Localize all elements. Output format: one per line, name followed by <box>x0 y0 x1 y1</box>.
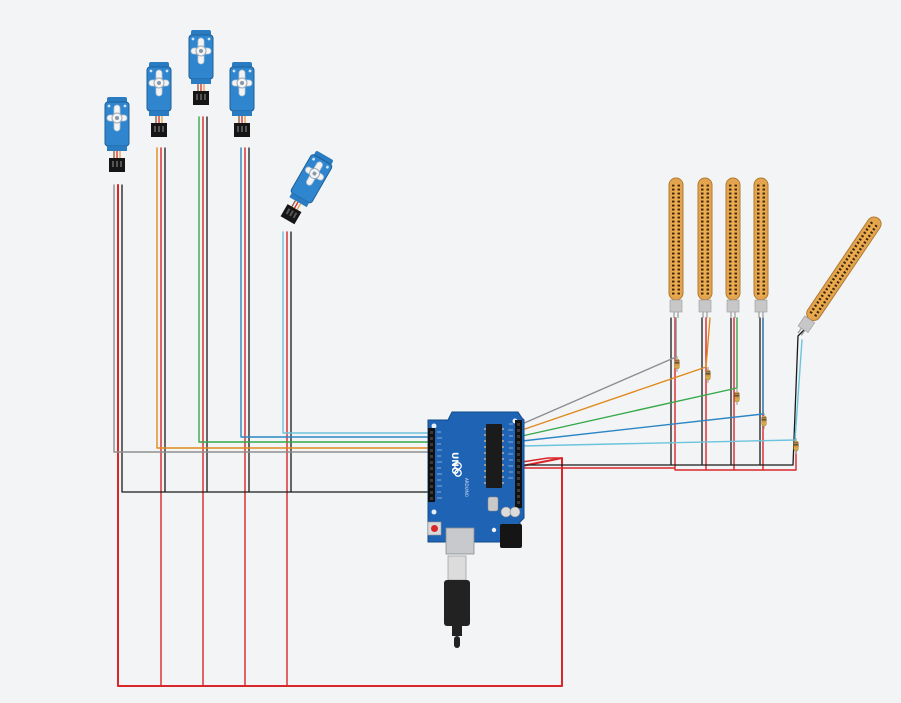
mounting-hole <box>431 423 437 429</box>
signal-wire-sensor-5[interactable] <box>521 339 803 447</box>
signal-wire-sensor-1[interactable] <box>521 317 677 425</box>
flex-sensor-5[interactable] <box>793 213 885 339</box>
signal-wire-servo-1[interactable] <box>113 184 429 453</box>
flex-sensor-4[interactable] <box>753 177 769 319</box>
board-outline <box>427 411 525 543</box>
power-header-pins <box>430 431 433 500</box>
crystal-oscillator <box>487 496 499 512</box>
arduino-brand-label: ARDUINO <box>464 478 469 497</box>
signal-wire-servo-2[interactable] <box>156 147 429 449</box>
power-led <box>491 527 497 533</box>
signal-wire-sensor-2[interactable] <box>521 317 711 431</box>
servo-2[interactable] <box>146 61 172 138</box>
wire-layer <box>113 116 813 687</box>
digital-header[interactable] <box>515 420 522 508</box>
signal-wire-servo-4[interactable] <box>240 147 429 438</box>
usb-strain-relief <box>452 626 462 636</box>
signal-wire-sensor-4[interactable] <box>521 317 764 442</box>
reset-button-cap[interactable] <box>431 525 438 532</box>
digital-header-pins <box>517 423 520 504</box>
servo-3[interactable] <box>188 29 214 106</box>
resistor-3[interactable] <box>734 388 740 406</box>
servo-1[interactable] <box>104 96 130 173</box>
arduino-uno-board[interactable]: UNO ARDUINO <box>427 411 525 555</box>
power-rail-wire[interactable] <box>117 184 563 687</box>
ground-wire-servos[interactable] <box>121 116 429 493</box>
capacitor <box>500 506 512 518</box>
usb-connector-metal <box>447 555 467 581</box>
flex-sensor-3[interactable] <box>725 177 741 319</box>
usb-connector-body <box>444 580 470 626</box>
uno-label: UNO <box>449 452 459 475</box>
chip-pins <box>484 428 504 484</box>
servo-4[interactable] <box>229 61 255 138</box>
flex-sensor-2[interactable] <box>697 177 713 319</box>
silkscreen-labels <box>437 423 513 499</box>
signal-wire-servo-5[interactable] <box>282 231 429 434</box>
arduino-logo-icon <box>454 462 462 477</box>
power-jack[interactable] <box>500 524 522 548</box>
power-wire-sensors-2[interactable] <box>521 457 561 463</box>
usb-cable[interactable] <box>444 555 470 648</box>
usb-port[interactable] <box>445 527 475 555</box>
usb-cable-end <box>454 636 460 648</box>
microcontroller-chip <box>486 424 502 488</box>
power-wire-sensors[interactable] <box>519 317 799 471</box>
mounting-hole <box>431 509 437 515</box>
signal-wire-sensor-3[interactable] <box>521 317 738 437</box>
ground-wire-sensors[interactable] <box>521 317 813 466</box>
flex-sensor-1[interactable] <box>668 177 684 319</box>
power-header[interactable] <box>428 428 435 502</box>
signal-wire-servo-3[interactable] <box>198 116 429 443</box>
capacitor <box>509 506 521 518</box>
servo-5[interactable] <box>276 148 337 227</box>
